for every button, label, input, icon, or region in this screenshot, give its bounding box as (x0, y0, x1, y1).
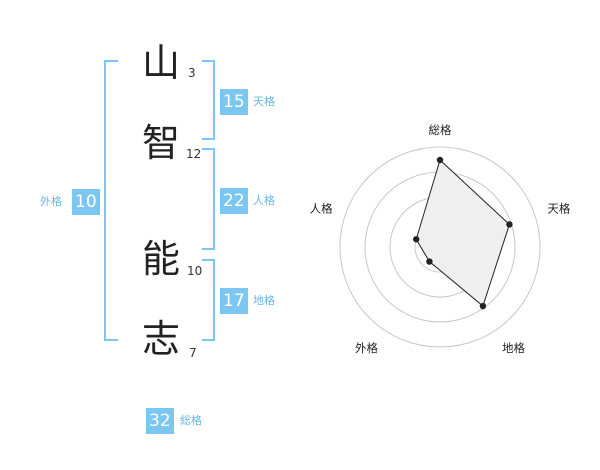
jinkaku-label: 人格 (253, 194, 275, 207)
soukaku-value: 32 (146, 408, 174, 434)
chikaku-value: 17 (220, 288, 248, 314)
name-char-2: 智 (142, 121, 181, 165)
radar-points (413, 156, 513, 310)
stroke-count-3: 10 (187, 264, 203, 278)
tenkaku-value: 15 (220, 89, 248, 115)
name-char-1: 山 (142, 41, 181, 85)
stroke-count-4: 7 (189, 346, 197, 360)
radar-axis-label-4: 人格 (310, 201, 333, 215)
gaikaku-label: 外格 (40, 195, 62, 208)
radar-axis-label-0: 総格 (429, 123, 452, 137)
gaikaku-bracket (104, 60, 118, 341)
radar-point-3 (426, 258, 433, 265)
radar-point-0 (436, 156, 444, 164)
stroke-count-2: 12 (186, 147, 202, 161)
radar-point-2 (479, 302, 487, 310)
tenkaku-label: 天格 (253, 95, 275, 108)
soukaku-label: 総格 (180, 414, 202, 427)
name-char-3: 能 (142, 237, 181, 281)
radar-point-1 (506, 221, 513, 228)
gaikaku-value: 10 (72, 189, 100, 215)
jinkaku-value: 22 (220, 188, 248, 214)
chikaku-label: 地格 (253, 294, 275, 307)
radar-point-4 (413, 236, 420, 243)
stroke-count-1: 3 (188, 66, 196, 80)
radar-axis-label-1: 天格 (547, 201, 570, 215)
chikaku-bracket (202, 259, 215, 341)
radar-axis-label-2: 地格 (502, 341, 525, 355)
jinkaku-bracket (202, 148, 215, 250)
radar-ring-4 (339, 146, 541, 348)
radar-area (415, 159, 511, 307)
name-char-4: 志 (142, 317, 181, 361)
tenkaku-bracket (202, 60, 215, 140)
radar-axis-label-3: 外格 (355, 341, 378, 355)
